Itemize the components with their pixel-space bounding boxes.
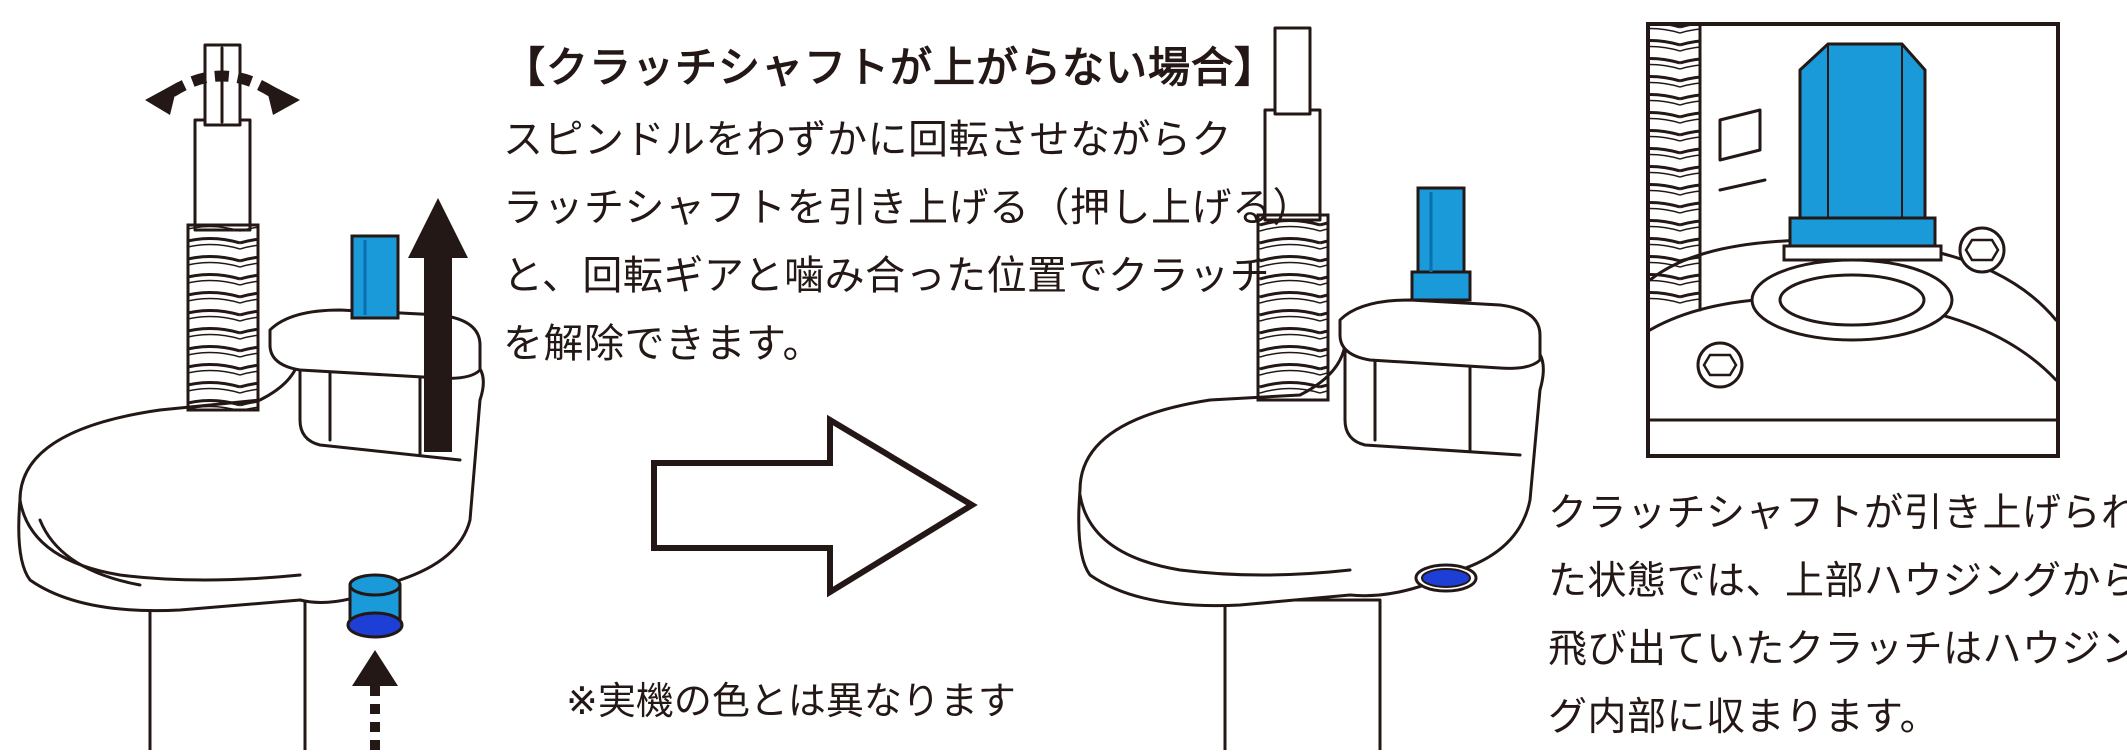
result-text: クラッチシャフトが引き上げられ た状態では、上部ハウジングから 飛び出ていたクラ… <box>1548 480 2127 752</box>
instruction-line: ラッチシャフトを引き上げる（押し上げる） <box>503 185 1313 231</box>
spindle-thread-right <box>1256 213 1330 402</box>
push-up-arrow-icon <box>352 650 398 686</box>
result-line: クラッチシャフトが引き上げられ <box>1548 491 2127 536</box>
before-assembly <box>17 43 485 750</box>
instruction-line: を解除できます。 <box>503 321 823 367</box>
pull-up-arrow-icon <box>408 198 468 452</box>
clutch-pin-right <box>1421 568 1471 588</box>
housing-left <box>17 338 485 613</box>
color-note: ※実機の色とは異なります <box>566 679 1016 723</box>
clutch-shaft-right <box>1416 186 1466 280</box>
clutch-shaft-left <box>350 234 400 320</box>
after-assembly <box>1077 26 1545 750</box>
inset-clutch-shaft <box>1798 42 1927 220</box>
spindle-upper-left <box>193 118 252 232</box>
spindle-tip-right <box>1273 26 1312 116</box>
bolt-right <box>1958 226 2006 274</box>
instruction-line: と、回転ギアと噛み合った位置でクラッチ <box>503 253 1271 299</box>
detail-inset <box>1646 22 2060 458</box>
gearbox-right <box>1338 298 1542 370</box>
lower-column-left <box>148 598 307 750</box>
result-line: 飛び出ていたクラッチはハウジン <box>1548 627 2127 672</box>
instruction-text: スピンドルをわずかに回転させながらク ラッチシャフトを引き上げる（押し上げる） … <box>503 106 1313 378</box>
housing-right <box>1077 328 1545 608</box>
spindle-thread-left <box>186 223 260 412</box>
bolt-left <box>1696 341 1744 389</box>
result-line: た状態では、上部ハウジングから <box>1548 559 2127 604</box>
result-line: グ内部に収まります。 <box>1548 695 1940 740</box>
transition-arrow-icon <box>651 414 978 598</box>
rotate-arrow-icon <box>169 70 275 97</box>
heading-text: 【クラッチシャフトが上がらない場合】 <box>503 43 1278 92</box>
instruction-line: スピンドルをわずかに回転させながらク <box>503 117 1232 163</box>
lower-column-right <box>1223 598 1382 750</box>
